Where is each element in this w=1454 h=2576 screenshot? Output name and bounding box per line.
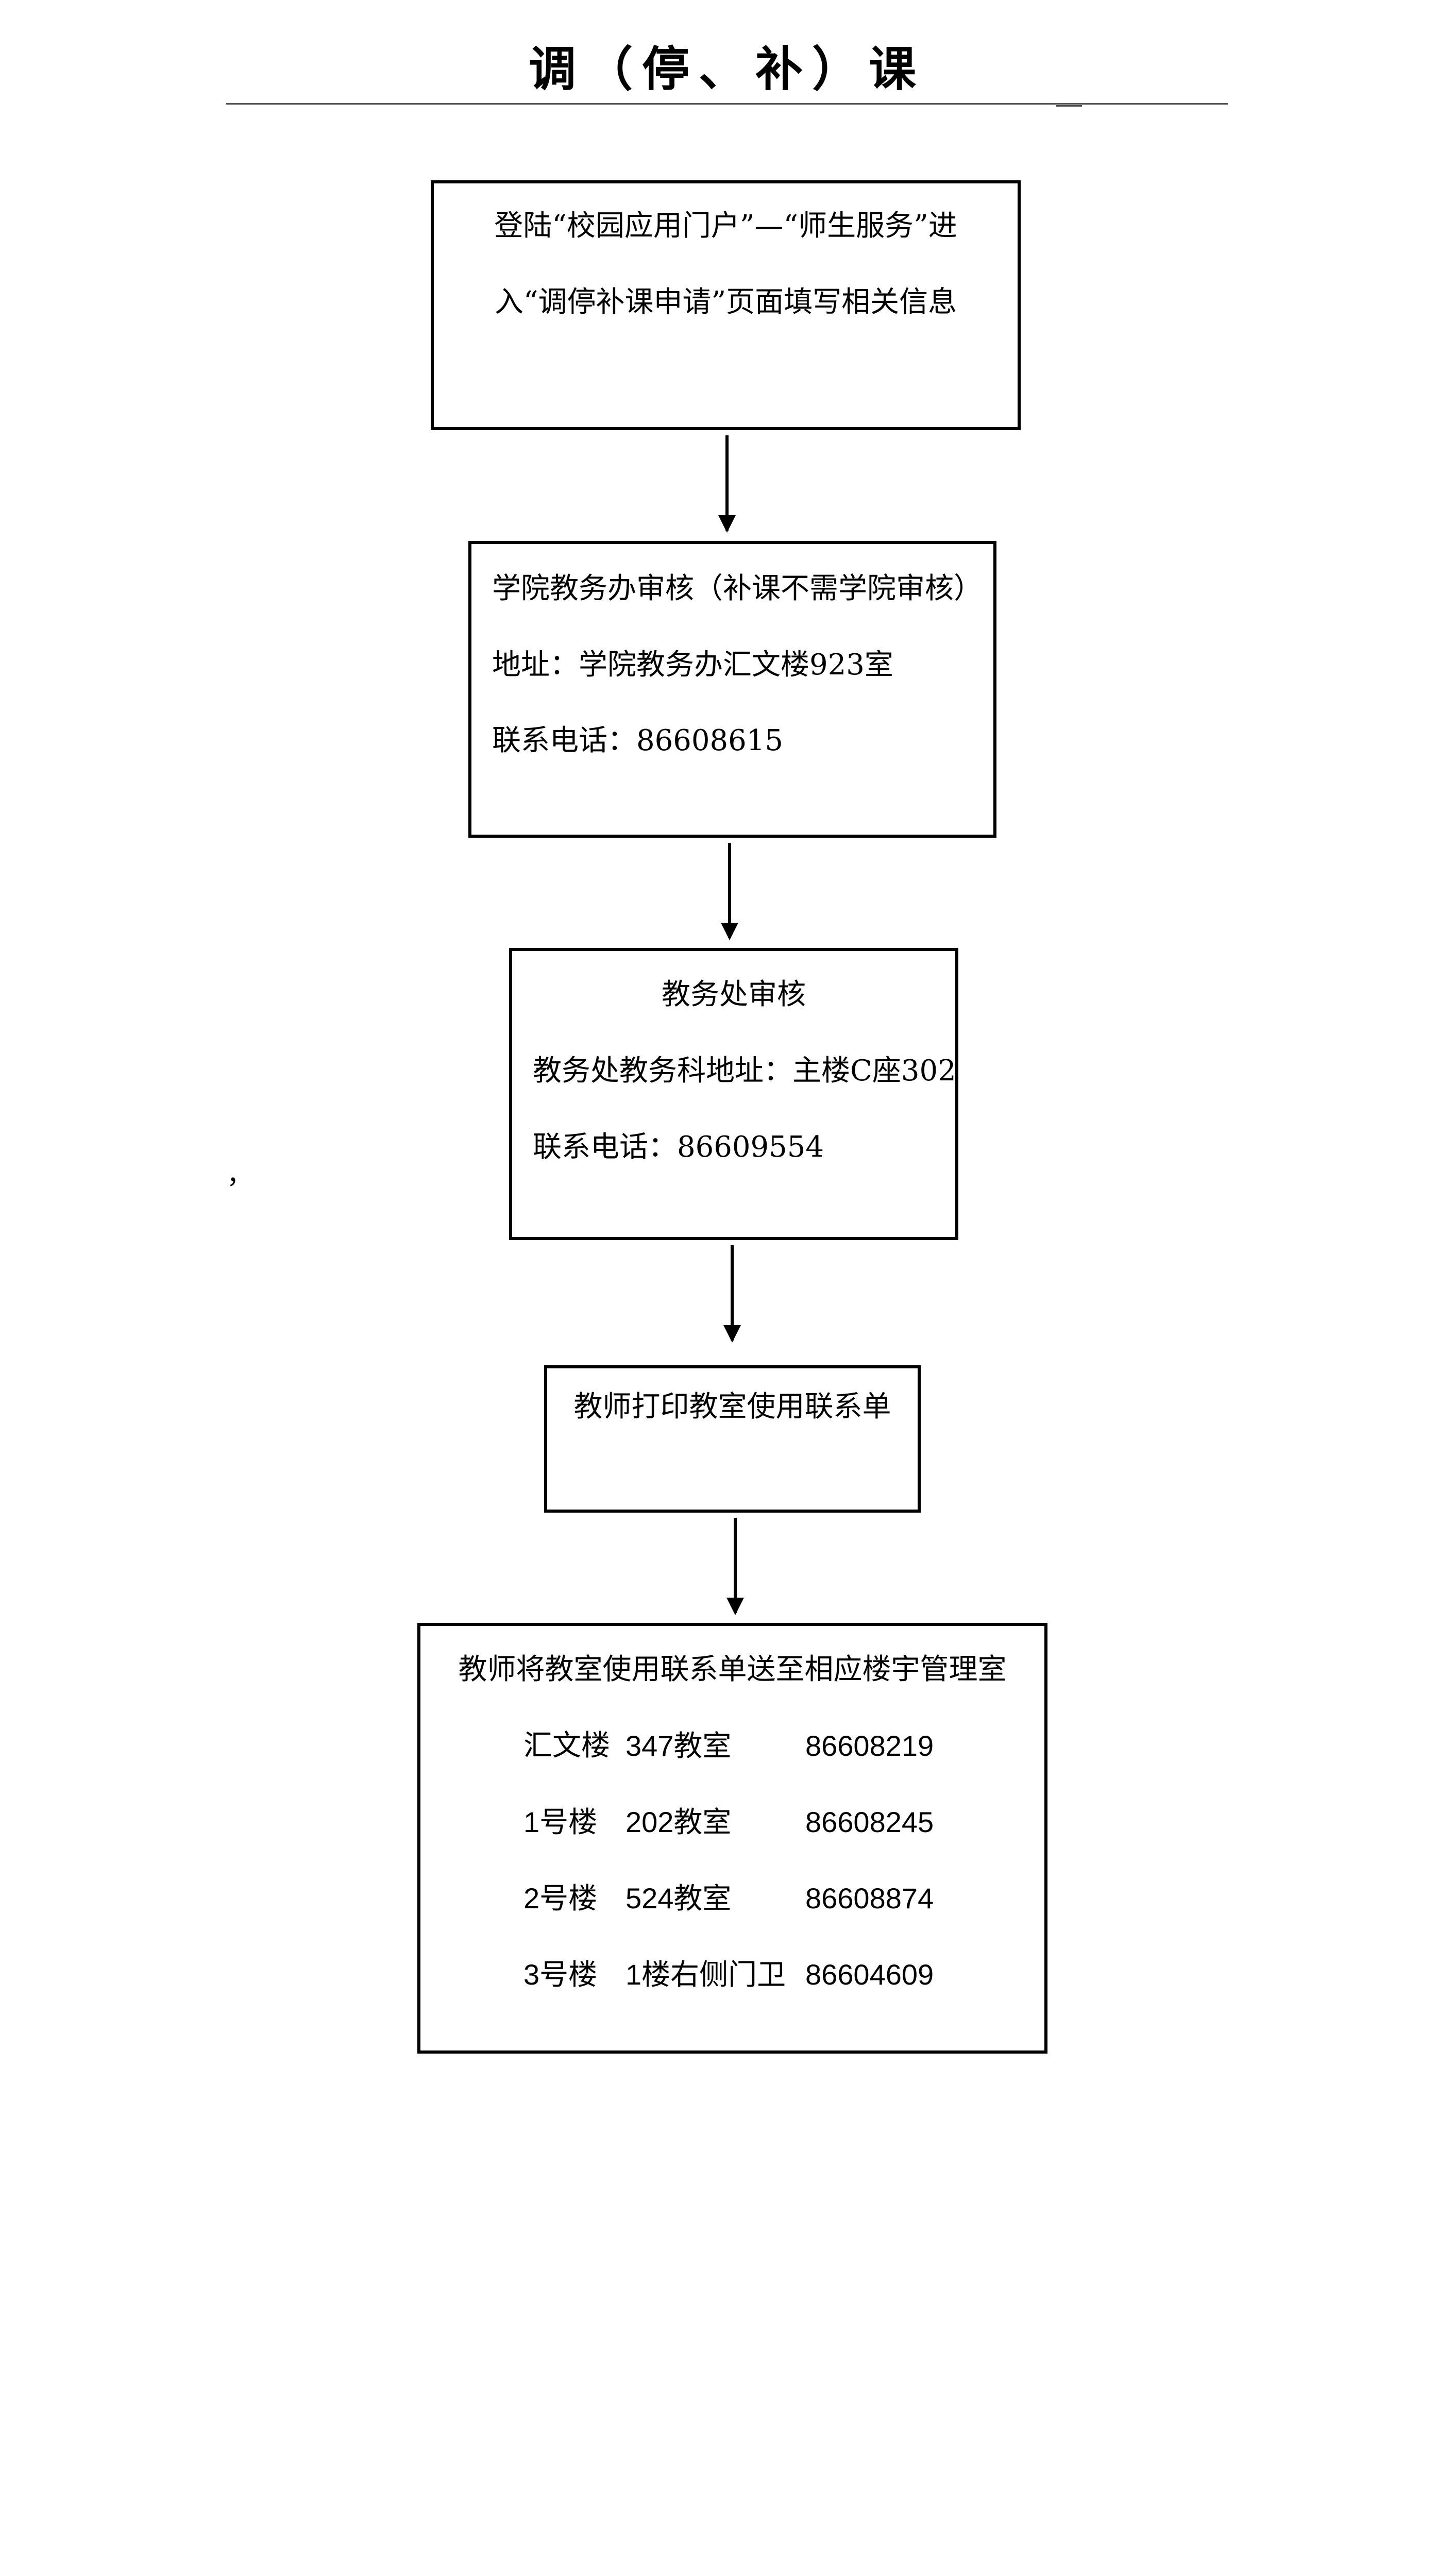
step-2-phone: 联系电话：86608615 <box>492 724 784 757</box>
step-2-line-1: 学院教务办审核（补课不需学院审核） <box>492 572 983 605</box>
step-5-box: 教师将教室使用联系单送至相应楼宇管理室 汇文楼 347教室 86608219 1… <box>417 1623 1047 2054</box>
step-5-heading: 教师将教室使用联系单送至相应楼宇管理室 <box>458 1653 1007 1686</box>
building-name: 汇文楼 <box>523 1729 610 1762</box>
step-3-heading: 教务处审核 <box>662 978 806 1011</box>
building-phone: 86608219 <box>805 1730 934 1762</box>
building-phone: 86608245 <box>805 1806 934 1838</box>
building-room: 1楼右侧门卫 <box>625 1958 786 1991</box>
title-divider-mark <box>1056 105 1082 107</box>
step-2-address: 地址：学院教务办汇文楼923室 <box>492 648 893 682</box>
page-title: 调（停、补）课 <box>528 42 925 97</box>
step-1-line-2: 入“调停补课申请”页面填写相关信息 <box>494 285 957 319</box>
building-room: 524教室 <box>625 1882 732 1914</box>
step-4-line-1: 教师打印教室使用联系单 <box>573 1390 891 1423</box>
arrow-down-icon <box>721 843 738 940</box>
step-2-box: 学院教务办审核（补课不需学院审核） 地址：学院教务办汇文楼923室 联系电话：8… <box>468 541 996 838</box>
step-4-box: 教师打印教室使用联系单 <box>544 1365 921 1513</box>
building-name: 2号楼 <box>523 1882 598 1914</box>
step-3-phone: 联系电话：86609554 <box>533 1130 824 1164</box>
step-1-line-1: 登陆“校园应用门户”—“师生服务”进 <box>494 209 957 243</box>
building-room: 202教室 <box>625 1806 732 1838</box>
stray-comma: ， <box>227 1160 252 1190</box>
building-room: 347教室 <box>625 1730 732 1762</box>
arrow-down-icon <box>726 1518 744 1615</box>
arrow-down-icon <box>718 435 736 533</box>
step-1-box: 登陆“校园应用门户”—“师生服务”进 入“调停补课申请”页面填写相关信息 <box>431 180 1021 430</box>
step-3-box: 教务处审核 教务处教务科地址：主楼C座302 联系电话：86609554 <box>509 948 958 1240</box>
arrow-down-icon <box>723 1245 741 1343</box>
building-name: 1号楼 <box>523 1806 598 1838</box>
page-end-spacer <box>0 2081 1 2082</box>
building-name: 3号楼 <box>523 1958 598 1991</box>
step-3-address: 教务处教务科地址：主楼C座302 <box>533 1054 956 1088</box>
building-phone: 86604609 <box>805 1958 934 1991</box>
title-divider <box>226 103 1228 105</box>
building-phone: 86608874 <box>805 1882 934 1914</box>
